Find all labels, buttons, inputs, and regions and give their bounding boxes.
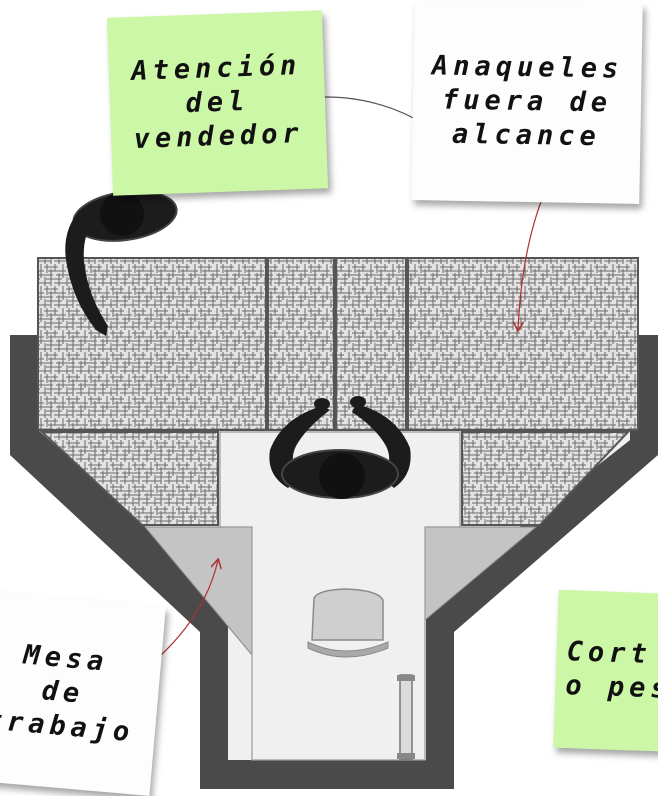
door-frame (397, 674, 415, 760)
note-line: trabajo (0, 704, 136, 749)
shelving (37, 257, 639, 526)
shelf-center-right (335, 257, 407, 431)
note-line: del (185, 86, 250, 120)
shelf-lower-right (461, 431, 631, 526)
note-line: de (40, 675, 86, 710)
note-line: Atención (130, 50, 302, 88)
note-line: Mesa (22, 639, 110, 679)
note-line: vendedor (133, 117, 305, 155)
person-reaching-icon (65, 190, 178, 336)
note-line: Cort (566, 636, 653, 671)
note-line: alcance (451, 118, 602, 153)
person-topview-icon (269, 396, 411, 499)
shelf-right (407, 257, 639, 431)
note-line: Anaqueles (431, 50, 624, 86)
note-line: o pes (564, 670, 658, 705)
note-line: fuera de (441, 84, 613, 119)
outer-wall (10, 335, 658, 789)
shelf-lower-left (39, 431, 219, 526)
note-mesa-de-trabajo: Mesa de trabajo (0, 590, 166, 796)
note-anaqueles-fuera-de-alcance: Anaqueles fuera de alcance (411, 0, 643, 204)
chair-icon (307, 588, 389, 658)
note-atencion-del-vendedor: Atención del vendedor (106, 10, 329, 196)
arrow-atencion-to-anaqueles (321, 96, 426, 125)
note-cort-o-pes: Cort o pes (553, 589, 658, 753)
